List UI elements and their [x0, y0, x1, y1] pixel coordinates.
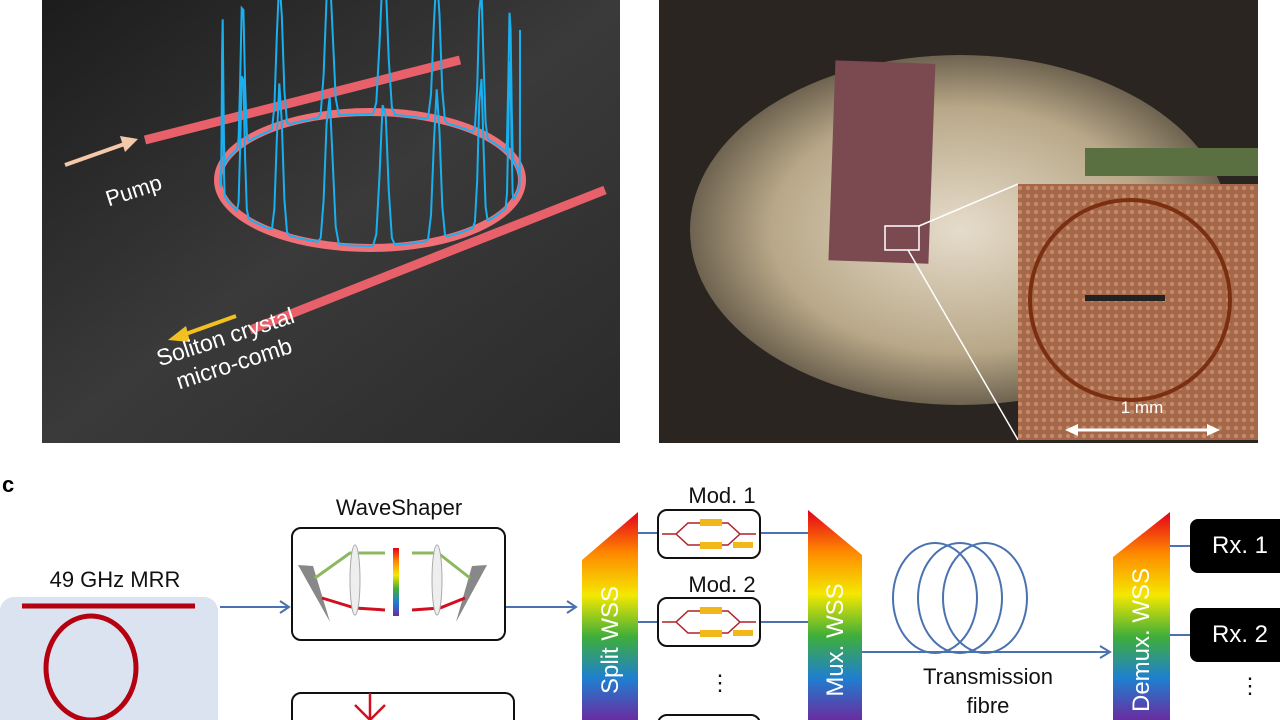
waveshaper-optics	[298, 544, 487, 622]
modulator-1	[657, 509, 761, 559]
rx2-box: Rx. 2	[1190, 608, 1280, 662]
demux-wss-label: Demux. WSS	[1128, 567, 1155, 713]
mod2-label: Mod. 2	[688, 572, 756, 597]
comb-spectrum	[219, 0, 521, 247]
mrr-chip-background	[0, 597, 218, 720]
waveshaper-box	[291, 527, 506, 641]
mrr-label: 49 GHz MRR	[49, 567, 181, 592]
split-wss-block	[582, 512, 638, 720]
rx1-box: Rx. 1	[1190, 519, 1280, 573]
split-wss-label: Split WSS	[597, 585, 624, 695]
fibre-label-line1: Transmission	[923, 664, 1053, 689]
mux-wss-block	[808, 510, 862, 720]
demux-wss-block	[1113, 512, 1170, 720]
microring	[43, 613, 139, 720]
rx-ellipsis: ⋮	[1239, 673, 1261, 698]
panel-letter: c	[2, 472, 15, 497]
scale-bar-label: 1 mm	[1120, 398, 1164, 417]
mux-wss-label: Mux. WSS	[822, 583, 849, 697]
panel-b-photo	[659, 0, 1258, 443]
panel-a-render	[42, 0, 620, 443]
fibre-label-line2: fibre	[966, 693, 1010, 718]
modulator-2	[657, 597, 761, 647]
fibre-label: Transmission fibre	[923, 662, 1053, 720]
waveshaper-label: WaveShaper	[335, 495, 463, 520]
mod-ellipsis: ⋮	[709, 670, 731, 695]
mod1-label: Mod. 1	[688, 483, 756, 508]
